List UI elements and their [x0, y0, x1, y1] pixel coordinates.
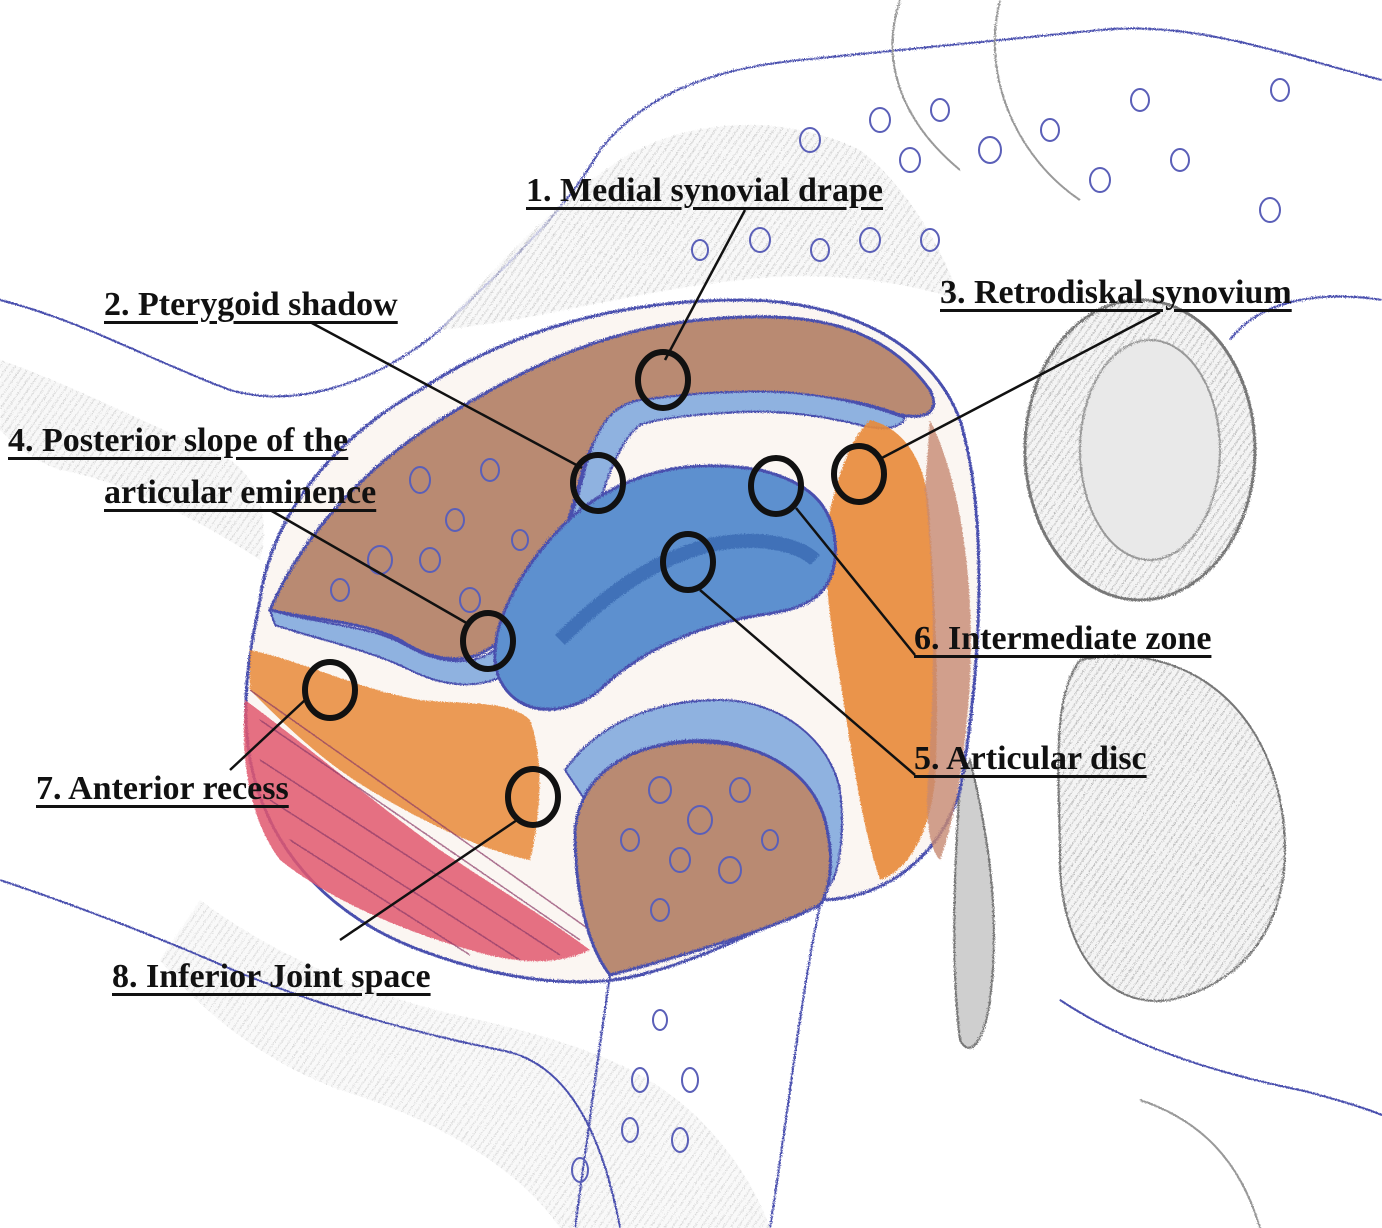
label-intermediate-zone: 6. Intermediate zone	[914, 620, 1212, 657]
leader-2	[309, 320, 583, 470]
leader-7	[229, 699, 306, 771]
label-posterior-slope-line2: articular eminence	[104, 474, 377, 511]
label-posterior-slope-line1: 4. Posterior slope of the	[8, 422, 349, 459]
leader-lines	[229, 209, 1161, 942]
leader-6	[795, 507, 916, 656]
temporal-bone-outline	[0, 27, 1382, 398]
posterior-capsule-band	[925, 420, 971, 860]
marker-8	[505, 766, 561, 828]
lower-synovial-lining	[563, 698, 843, 888]
label-anterior-recess: 7. Anterior recess	[36, 770, 289, 807]
anterior-retro-tissue	[250, 650, 540, 860]
joint-capsule	[243, 298, 981, 1228]
pencil-sketch-lines	[891, 0, 1261, 1228]
lateral-pterygoid-muscle	[243, 700, 591, 962]
leader-4	[269, 508, 471, 627]
pencil-shading-bottom	[160, 900, 770, 1228]
trabecular-pattern	[330, 78, 1290, 1183]
pencil-shading-top	[440, 125, 960, 330]
posterior-outline	[1059, 295, 1382, 1116]
leader-3	[877, 310, 1161, 462]
label-retrodiskal-synovium: 3. Retrodiskal synovium	[940, 274, 1292, 311]
marker-4	[460, 610, 516, 672]
label-inferior-joint-space: 8. Inferior Joint space	[112, 958, 431, 995]
muscle-fibers	[249, 689, 591, 961]
meatus-inner	[1079, 339, 1221, 561]
marker-6	[748, 455, 804, 517]
zygomatic-outline	[0, 879, 621, 1228]
retrodiscal-tissue	[825, 420, 938, 880]
mandibular-condyle	[573, 740, 832, 977]
marker-7	[302, 659, 358, 721]
styloid-process	[953, 757, 995, 1049]
disc-intermediate-zone	[555, 533, 820, 645]
leader-8	[339, 816, 521, 942]
region-markers	[302, 349, 887, 828]
label-articular-disc: 5. Articular disc	[914, 740, 1147, 777]
marker-3	[831, 443, 887, 505]
leader-1	[663, 209, 747, 361]
condylar-neck	[574, 904, 821, 1228]
leader-5	[699, 589, 916, 776]
marker-1	[635, 349, 691, 411]
marker-5	[660, 531, 716, 593]
label-medial-synovial-drape: 1. Medial synovial drape	[526, 172, 884, 209]
pencil-shading-left	[0, 360, 264, 560]
articular-disc	[493, 464, 837, 711]
label-pterygoid-shadow: 2. Pterygoid shadow	[104, 286, 398, 323]
marker-2	[570, 452, 626, 514]
mastoid-process	[1057, 655, 1287, 1002]
